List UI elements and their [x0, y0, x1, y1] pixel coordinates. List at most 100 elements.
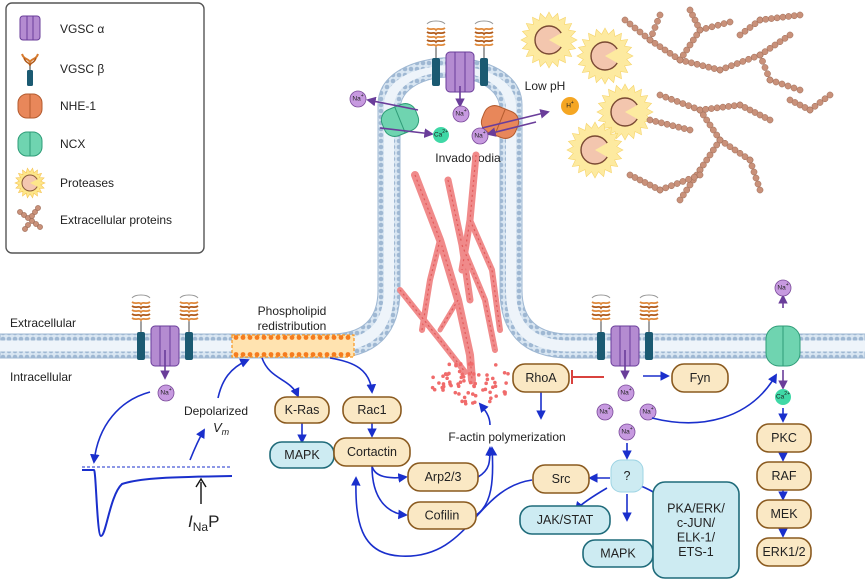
lipid-dot — [289, 335, 295, 340]
ecm-bead — [751, 20, 759, 28]
lipid-dot — [303, 352, 309, 357]
ecm-bead — [703, 156, 711, 164]
pka-erk-node-label: c-JUN/ — [677, 516, 716, 530]
src-node-label: Src — [552, 472, 571, 486]
ecm-bead — [796, 86, 804, 94]
ecm-bead — [621, 16, 629, 24]
ecm-bead — [703, 116, 711, 124]
pka-erk-node: PKA/ERK/c-JUN/ELK-1/ETS-1 — [652, 481, 740, 579]
pka-erk-node-label: ELK-1/ — [677, 530, 716, 544]
ecm-bead — [699, 62, 707, 70]
lipid-dot — [310, 335, 316, 340]
arrow-trace-to-vm — [189, 428, 205, 461]
glycosylation-chain — [474, 35, 494, 40]
ecm-bead — [811, 102, 819, 110]
ecm-bead — [716, 66, 724, 74]
ecm-bead — [714, 21, 722, 29]
glycosylation-chain — [179, 309, 199, 314]
glycosylation-chain — [179, 301, 199, 306]
ecm-bead — [702, 105, 710, 113]
glycosylation-cap — [639, 294, 659, 299]
ecm-bead — [708, 23, 716, 31]
ecm-bead — [683, 186, 691, 194]
na-ion-left: Na+ — [157, 384, 175, 402]
ecm-bead — [646, 116, 654, 124]
actin-monomer — [489, 396, 493, 400]
glycosylation-chain — [639, 305, 659, 310]
unknown-mediator-node: ? — [610, 459, 644, 493]
mapk-left-node-label: MAPK — [284, 448, 320, 462]
glycosylation-chain — [426, 43, 446, 48]
ecm-bead — [771, 41, 779, 49]
cortactin-node: Cortactin — [333, 437, 411, 467]
actin-monomer — [459, 375, 464, 380]
ecm-bead — [713, 131, 721, 139]
ecm-bead — [699, 161, 707, 169]
glycosylation-chain — [179, 317, 199, 322]
fyn-node-label: Fyn — [690, 371, 711, 385]
ecm-bead — [816, 99, 824, 106]
vgsc-complex-right — [591, 294, 659, 367]
ecm-bead — [781, 34, 789, 42]
arrow-patch-to-rac1 — [329, 357, 377, 394]
ecm-bead — [736, 31, 744, 39]
vgsc-complex-invadopodia — [426, 20, 494, 93]
ecm-bead — [766, 44, 774, 52]
arrow-patch-to-kras — [261, 357, 300, 398]
ncx-na-arrow — [366, 96, 419, 111]
actin-filament — [459, 242, 498, 353]
arp23-node-label: Arp2/3 — [425, 470, 462, 484]
actin-monomer — [460, 372, 465, 376]
erk12-node-label: ERK1/2 — [762, 545, 805, 559]
lipid-dot — [345, 352, 351, 357]
ecm-bead — [693, 31, 701, 39]
ecm-bead — [686, 6, 694, 14]
glycosylation-cap — [426, 20, 446, 25]
ecm-bead — [796, 11, 804, 19]
ecm-bead — [680, 125, 688, 132]
actin-monomer — [488, 390, 492, 395]
ecm-bead — [746, 156, 754, 164]
actin-monomer — [485, 373, 489, 377]
vgsc-beta-icon — [21, 53, 39, 86]
ecm-bead — [756, 186, 764, 194]
actin-monomer — [488, 399, 492, 404]
lipid-dot — [275, 335, 281, 340]
rac1-node-label: Rac1 — [357, 403, 386, 417]
h-ion: H+ — [561, 97, 579, 115]
lipid-dot — [233, 335, 239, 340]
actin-monomer — [457, 369, 462, 374]
legend-label-vgsc-alpha: VGSC α — [60, 22, 104, 36]
svg-text:Na+: Na+ — [474, 130, 485, 140]
ecm-bead — [662, 184, 670, 192]
lipid-dot — [254, 352, 260, 357]
inap-label: INaP — [188, 512, 219, 534]
ecm-bead — [750, 168, 758, 176]
ecm-bead — [725, 103, 732, 110]
glycosylation-chain — [474, 31, 494, 36]
glycosylation-chain — [474, 39, 494, 44]
actin-monomer — [466, 391, 471, 395]
ecm-bead — [776, 38, 784, 46]
lipid-dot — [261, 352, 267, 357]
ecm-bead — [731, 146, 739, 154]
ecm-bead — [750, 53, 758, 61]
na-ion-right-2: Na+ — [596, 403, 614, 421]
ecm-bead — [766, 76, 774, 84]
ecm-bead — [745, 55, 752, 63]
ecm-bead — [668, 95, 675, 103]
lipid-dot — [324, 335, 330, 340]
jakstat-node-label: JAK/STAT — [537, 513, 594, 527]
lipid-dot — [247, 335, 253, 340]
glycosylation-chain — [426, 31, 446, 36]
ecm-bead — [756, 51, 764, 59]
glycosylation-cap — [131, 294, 151, 299]
actin-monomer — [430, 385, 435, 390]
ecm-bead — [772, 78, 780, 86]
actin-monomer — [431, 375, 435, 380]
actin-monomer — [502, 370, 507, 375]
lipid-dot — [345, 335, 351, 340]
lipid-dot — [233, 352, 239, 357]
vgsc-beta-subunit — [597, 332, 605, 360]
lipid-dot — [275, 352, 281, 357]
